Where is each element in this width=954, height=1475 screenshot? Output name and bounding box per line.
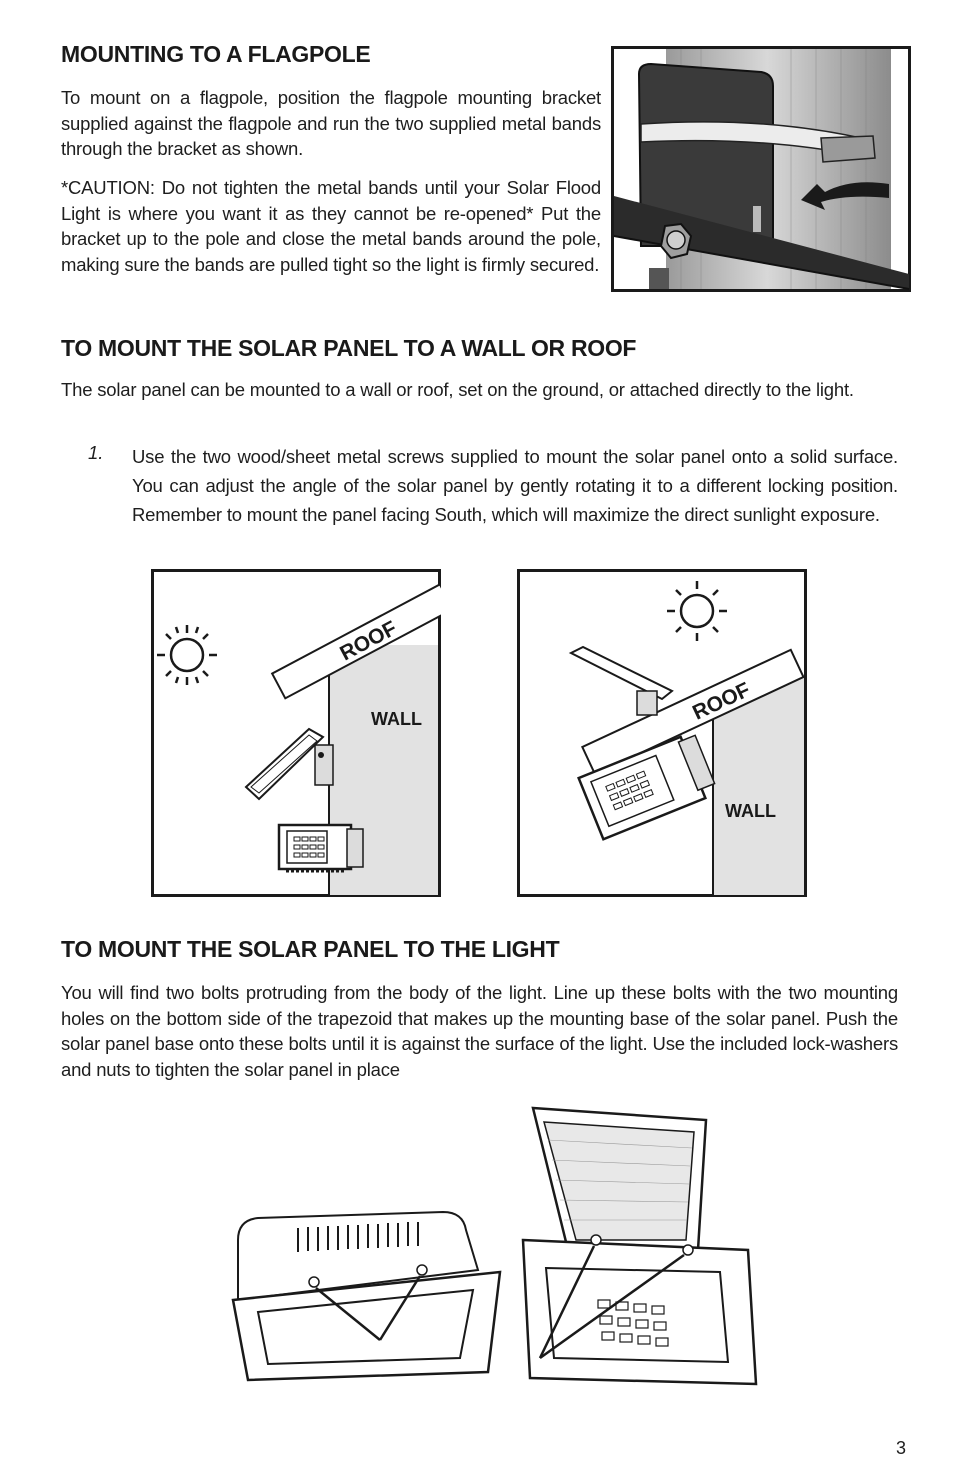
right-wall-label: WALL (725, 801, 776, 821)
flood-light-with-panel-icon (521, 1106, 758, 1386)
flagpole-bracket-illustration (611, 46, 911, 292)
flood-light-icon (277, 823, 364, 873)
sun-icon (667, 581, 727, 641)
flood-light-back-icon (231, 1210, 502, 1382)
flagpole-heading: MOUNTING TO A FLAGPOLE (61, 41, 371, 67)
roof-mount-illustration: ROOF WALL (517, 569, 807, 897)
wall-mount-illustration: ROOF WALL (151, 569, 441, 897)
page-number: 3 (896, 1438, 907, 1458)
left-wall-label: WALL (371, 709, 422, 729)
sun-icon (157, 625, 217, 685)
flagpole-caution-paragraph: *CAUTION: Do not tighten the metal bands… (61, 177, 601, 275)
solar-panel-icon (568, 645, 674, 716)
to-light-heading: TO MOUNT THE SOLAR PANEL TO THE LIGHT (61, 936, 560, 962)
step-1-number: 1. (88, 442, 104, 463)
wall-roof-intro: The solar panel can be mounted to a wall… (61, 379, 854, 400)
panel-to-light-illustration (231, 1106, 758, 1386)
to-light-paragraph: You will find two bolts protruding from … (61, 982, 898, 1080)
flood-light-icon (577, 734, 716, 841)
solar-panel-icon (244, 727, 334, 801)
step-1-text: Use the two wood/sheet metal screws supp… (132, 446, 898, 525)
wall-roof-heading: TO MOUNT THE SOLAR PANEL TO A WALL OR RO… (61, 335, 637, 361)
flagpole-paragraph-1: To mount on a flagpole, position the fla… (61, 87, 601, 159)
